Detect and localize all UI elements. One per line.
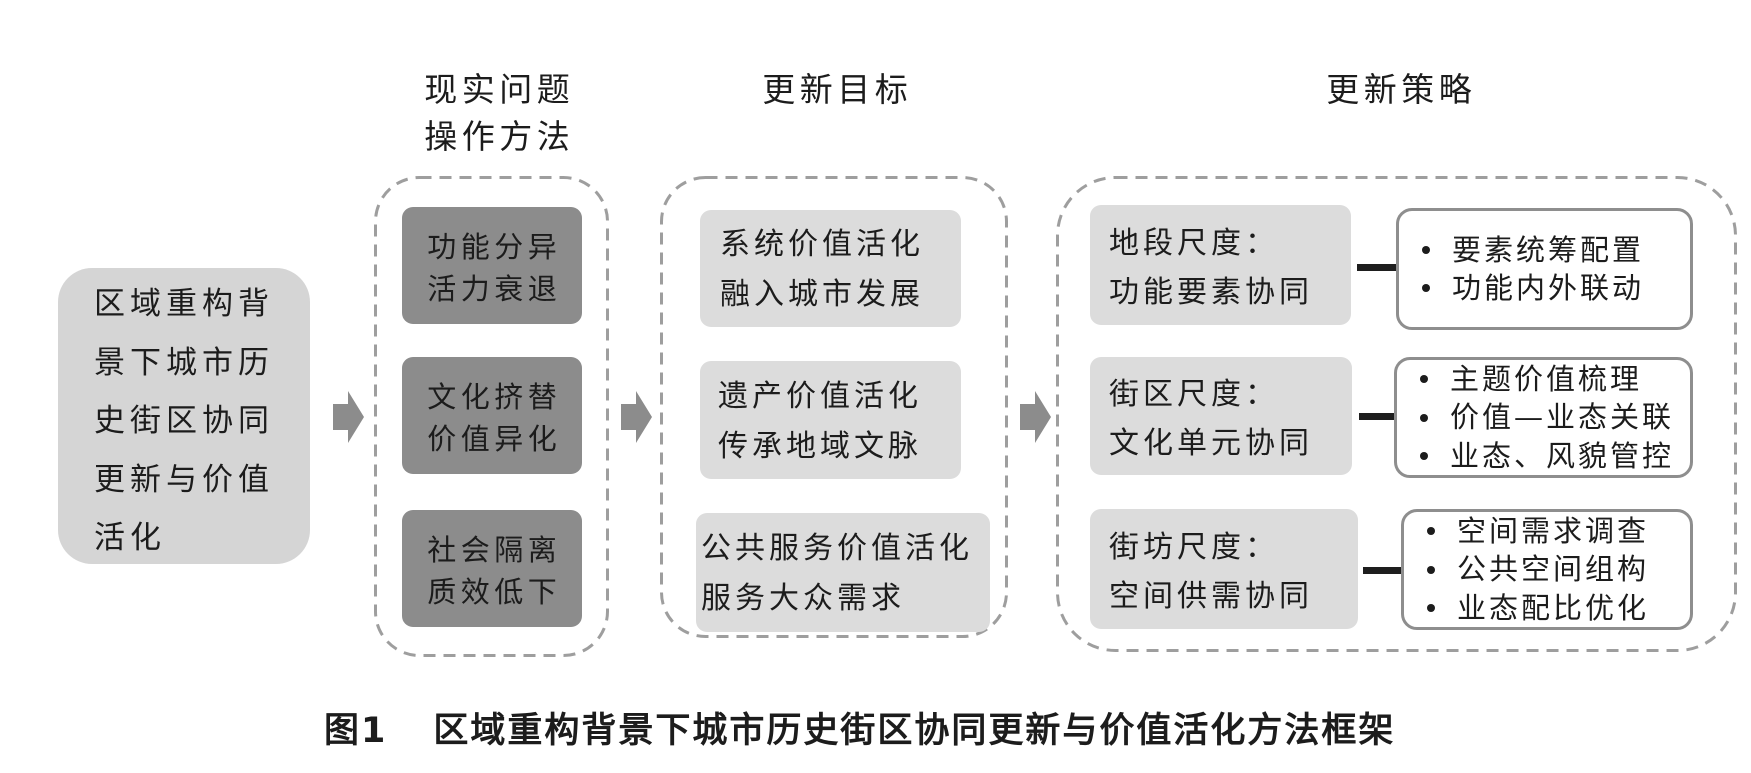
problem-line: 活力衰退 bbox=[427, 271, 562, 306]
bullet-icon bbox=[1420, 413, 1428, 422]
measure-item: 业态配比优化 bbox=[1427, 589, 1690, 628]
subject-text-line: 更新与价值 bbox=[94, 461, 274, 498]
measure-item: 空间需求调查 bbox=[1427, 512, 1690, 551]
strategy-scale-box: 街坊尺度： 空间供需协同 bbox=[1090, 509, 1358, 629]
figure-caption: 图1 区域重构背景下城市历史街区协同更新与价值活化方法框架 bbox=[324, 708, 1395, 754]
connector-bar bbox=[1363, 567, 1401, 574]
figure-number: 图1 bbox=[324, 711, 388, 751]
problems-title-line: 现实问题 bbox=[424, 70, 575, 109]
problem-box: 社会隔离 质效低下 bbox=[402, 510, 582, 627]
measure-text: 空间需求调查 bbox=[1457, 513, 1650, 548]
bullet-icon bbox=[1420, 452, 1428, 460]
measures-box: 主题价值梳理 价值—业态关联 业态、风貌管控 bbox=[1394, 357, 1693, 478]
problems-title-line: 操作方法 bbox=[424, 117, 575, 156]
measures-box: 要素统筹配置 功能内外联动 bbox=[1396, 208, 1693, 330]
problems-column-title: 现实问题 操作方法 bbox=[347, 66, 647, 160]
connector-bar bbox=[1357, 264, 1396, 271]
strategies-title-line: 更新策略 bbox=[1326, 70, 1477, 109]
arrow-right-icon bbox=[1020, 391, 1051, 443]
measure-item: 业态、风貌管控 bbox=[1420, 437, 1690, 476]
goal-line: 传承地域文脉 bbox=[718, 428, 922, 464]
measure-text: 业态配比优化 bbox=[1457, 590, 1650, 625]
problem-line: 价值异化 bbox=[427, 421, 562, 456]
scale-label: 地段尺度： bbox=[1109, 226, 1279, 261]
arrow-right-icon bbox=[333, 391, 364, 443]
measure-item: 公共空间组构 bbox=[1427, 550, 1690, 589]
subject-text-line: 活化 bbox=[94, 520, 166, 556]
measure-text: 功能内外联动 bbox=[1452, 271, 1645, 305]
bullet-icon bbox=[1427, 565, 1435, 574]
connector-bar bbox=[1359, 413, 1394, 420]
problem-line: 社会隔离 bbox=[427, 532, 562, 567]
goal-line: 融入城市发展 bbox=[720, 277, 924, 312]
framework-subject-box: 区域重构背 景下城市历 史街区协同 更新与价值 活化 bbox=[58, 268, 310, 564]
scale-focus: 空间供需协同 bbox=[1109, 579, 1313, 614]
measure-text: 主题价值梳理 bbox=[1450, 361, 1643, 396]
measure-item: 价值—业态关联 bbox=[1420, 398, 1690, 437]
strategy-scale-box: 街区尺度： 文化单元协同 bbox=[1090, 357, 1352, 475]
bullet-icon bbox=[1427, 604, 1435, 612]
scale-label: 街区尺度： bbox=[1109, 377, 1279, 412]
goals-title-line: 更新目标 bbox=[762, 70, 913, 109]
scale-label: 街坊尺度： bbox=[1109, 530, 1279, 565]
problem-line: 功能分异 bbox=[427, 229, 562, 264]
bullet-icon bbox=[1420, 375, 1428, 383]
measure-item: 功能内外联动 bbox=[1422, 269, 1690, 308]
measure-item: 主题价值梳理 bbox=[1420, 360, 1690, 399]
measure-text: 价值—业态关联 bbox=[1450, 400, 1675, 435]
goal-box: 公共服务价值活化 服务大众需求 bbox=[696, 513, 990, 632]
goal-line: 服务大众需求 bbox=[701, 581, 905, 616]
bullet-icon bbox=[1422, 284, 1430, 293]
problem-line: 文化挤替 bbox=[427, 379, 562, 414]
problem-box: 功能分异 活力衰退 bbox=[402, 207, 582, 324]
goal-box: 遗产价值活化 传承地域文脉 bbox=[700, 361, 961, 479]
problem-line: 质效低下 bbox=[427, 574, 562, 609]
problem-box: 文化挤替 价值异化 bbox=[402, 357, 582, 474]
goal-box: 系统价值活化 融入城市发展 bbox=[700, 210, 961, 327]
goals-group-frame bbox=[660, 176, 1008, 638]
measure-text: 要素统筹配置 bbox=[1452, 232, 1645, 267]
measure-text: 公共空间组构 bbox=[1457, 552, 1650, 587]
bullet-icon bbox=[1422, 245, 1430, 254]
subject-text-line: 景下城市历 bbox=[94, 344, 274, 381]
problems-group-frame bbox=[374, 176, 609, 657]
scale-focus: 功能要素协同 bbox=[1109, 275, 1313, 310]
subject-text-line: 史街区协同 bbox=[94, 403, 274, 439]
measure-item: 要素统筹配置 bbox=[1422, 231, 1690, 270]
strategies-column-title: 更新策略 bbox=[1249, 66, 1549, 113]
goal-line: 系统价值活化 bbox=[720, 227, 924, 262]
goal-line: 遗产价值活化 bbox=[718, 378, 922, 414]
measures-box: 空间需求调查 公共空间组构 业态配比优化 bbox=[1401, 509, 1693, 630]
strategy-scale-box: 地段尺度： 功能要素协同 bbox=[1090, 205, 1351, 325]
goal-line: 公共服务价值活化 bbox=[701, 531, 973, 566]
goals-column-title: 更新目标 bbox=[685, 66, 985, 113]
arrow-right-icon bbox=[621, 391, 652, 443]
scale-focus: 文化单元协同 bbox=[1109, 426, 1313, 461]
subject-text-line: 区域重构背 bbox=[94, 286, 274, 322]
measure-text: 业态、风貌管控 bbox=[1450, 438, 1675, 473]
strategies-group-frame bbox=[1056, 176, 1737, 652]
figure-title: 区域重构背景下城市历史街区协同更新与价值活化方法框架 bbox=[433, 711, 1396, 751]
bullet-icon bbox=[1427, 527, 1435, 535]
